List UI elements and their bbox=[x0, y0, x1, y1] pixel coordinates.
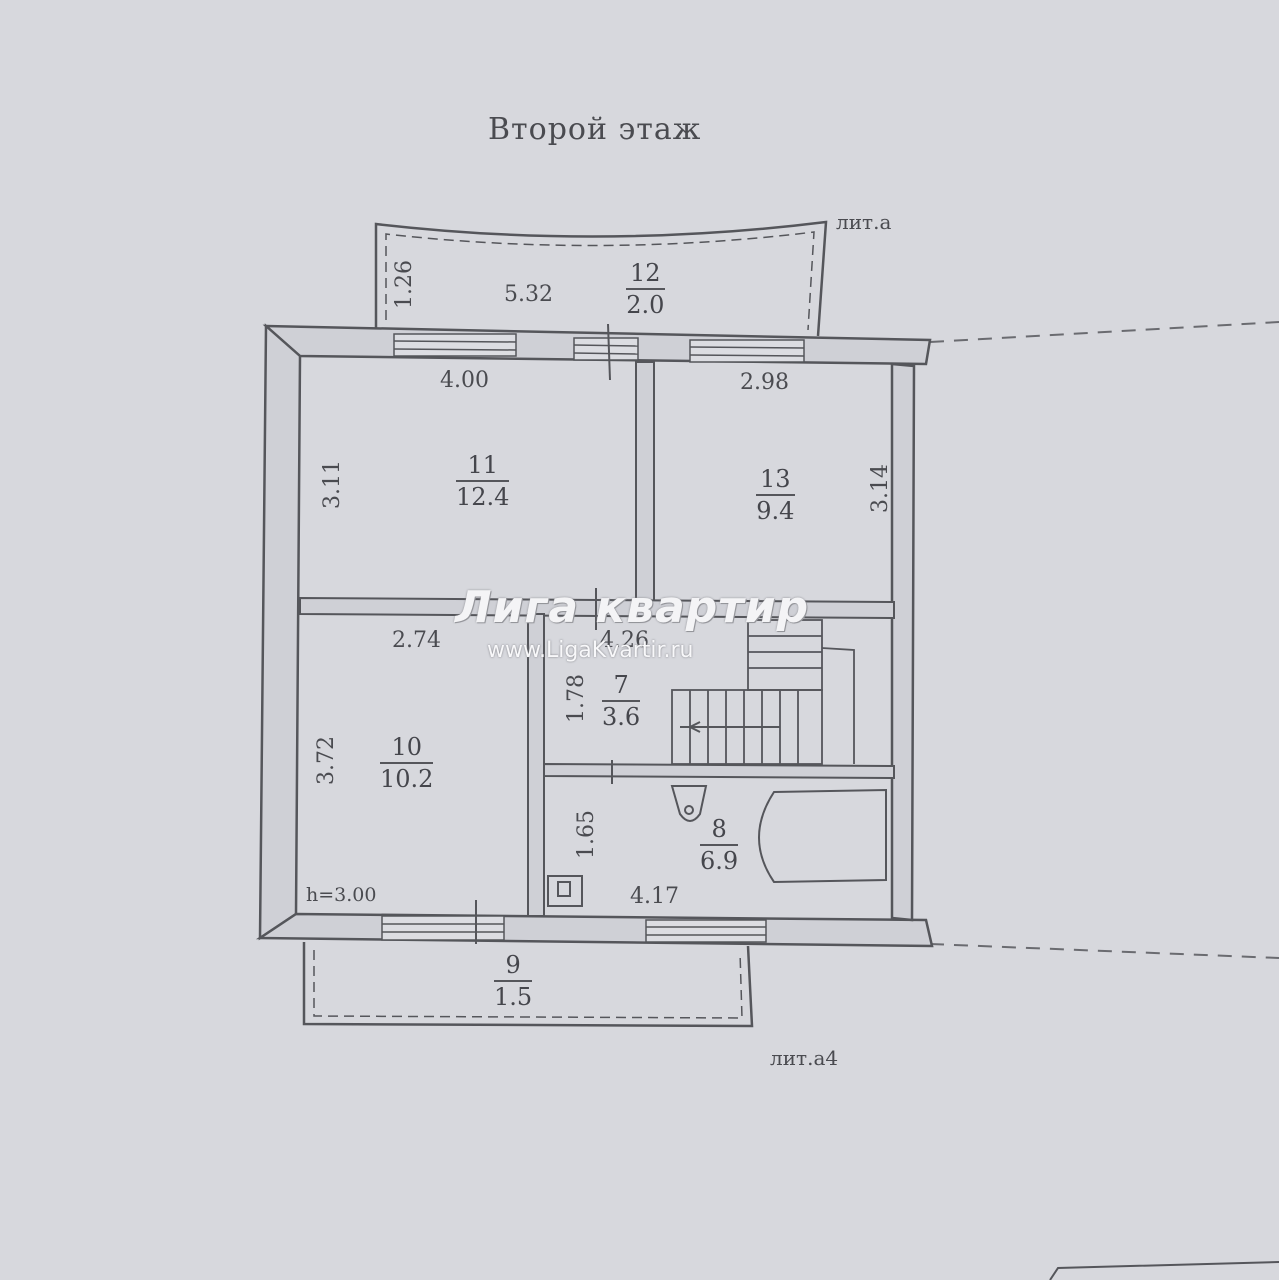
dim-room13-width: 2.98 bbox=[740, 370, 789, 395]
door-marks bbox=[595, 588, 613, 784]
room-number: 11 bbox=[456, 450, 510, 482]
room-area: 3.6 bbox=[602, 703, 641, 731]
dim-room10-width: 2.74 bbox=[392, 628, 441, 653]
bathroom-fixtures bbox=[547, 785, 887, 907]
sink-icon bbox=[670, 785, 708, 822]
dim-balcony-top-depth: 1.26 bbox=[391, 260, 417, 309]
room-number: 12 bbox=[626, 258, 665, 290]
sheet-edge bbox=[1049, 1261, 1279, 1280]
room-number: 13 bbox=[756, 464, 795, 496]
extension-lines bbox=[929, 321, 1279, 959]
room-label-10: 10 10.2 bbox=[380, 732, 434, 794]
room-number: 8 bbox=[700, 814, 739, 846]
watermark-url: www.LigaKvartir.ru bbox=[487, 638, 694, 663]
interior-walls bbox=[299, 361, 895, 917]
room-label-9: 9 1.5 bbox=[494, 950, 533, 1012]
dim-room11-depth: 3.11 bbox=[319, 460, 345, 509]
room-area: 6.9 bbox=[700, 847, 739, 875]
dim-hall-width: 4.26 bbox=[600, 628, 649, 653]
dim-room8-depth: 1.65 bbox=[573, 810, 599, 859]
room-area: 10.2 bbox=[380, 765, 434, 793]
room-number: 7 bbox=[602, 670, 641, 702]
dim-room10-depth: 3.72 bbox=[313, 736, 339, 785]
room-number: 9 bbox=[494, 950, 533, 982]
balcony-top bbox=[374, 220, 828, 337]
room-number: 10 bbox=[380, 732, 434, 764]
windows-bottom bbox=[381, 900, 767, 944]
watermark-name: Лига квартир bbox=[455, 582, 810, 633]
room-area: 2.0 bbox=[626, 291, 665, 319]
balcony-bottom bbox=[302, 942, 754, 1028]
room-label-7: 7 3.6 bbox=[602, 670, 641, 732]
room-area: 12.4 bbox=[456, 483, 510, 511]
ceiling-height-label: h=3.00 bbox=[306, 884, 377, 906]
stairs bbox=[671, 619, 855, 765]
room-area: 9.4 bbox=[756, 497, 795, 525]
room-label-12: 12 2.0 bbox=[626, 258, 665, 320]
dim-balcony-top-length: 5.32 bbox=[504, 282, 553, 307]
room-area: 1.5 bbox=[494, 983, 533, 1011]
room-label-13: 13 9.4 bbox=[756, 464, 795, 526]
lit-bottom-label: лит.а4 bbox=[770, 1046, 839, 1070]
dim-room11-width: 4.00 bbox=[440, 368, 489, 393]
room-label-8: 8 6.9 bbox=[700, 814, 739, 876]
dim-room7-depth: 1.78 bbox=[563, 674, 589, 723]
room-label-11: 11 12.4 bbox=[456, 450, 510, 512]
toilet-icon bbox=[547, 875, 583, 907]
lit-top-label: лит.а bbox=[836, 210, 892, 234]
dim-room13-depth: 3.14 bbox=[867, 464, 893, 513]
plan-title: Второй этаж bbox=[488, 112, 702, 147]
dim-room8-width: 4.17 bbox=[630, 884, 679, 909]
bathtub-icon bbox=[758, 788, 887, 884]
windows-top bbox=[393, 323, 805, 381]
